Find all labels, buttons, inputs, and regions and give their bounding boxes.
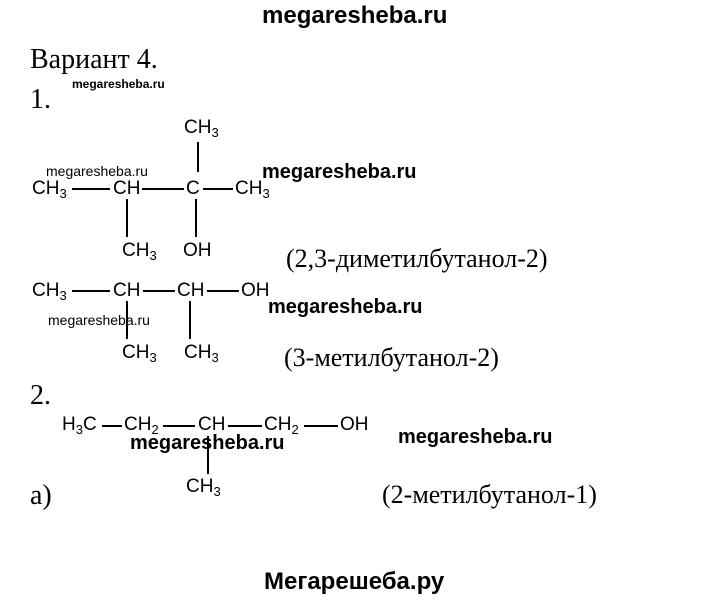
ch3-methyl-1: CH3	[122, 342, 157, 365]
bond-ch-ch	[143, 290, 175, 292]
bond-ch1-methyl	[126, 301, 128, 339]
oh-group: OH	[241, 280, 270, 301]
ch-group-2: CH	[177, 280, 205, 301]
footer-site-name: Мегарешеба.ру	[264, 568, 445, 595]
ch3-left: CH3	[32, 280, 67, 303]
bond-ch-oh	[207, 290, 239, 292]
watermark-bold-right: megaresheba.ru	[398, 426, 553, 448]
bond-ch-c	[142, 188, 184, 190]
oh-group: OH	[340, 414, 369, 435]
bond-ch-methyl	[207, 436, 209, 474]
ch-group: CH	[198, 414, 226, 435]
molecule-2-name: (3-метилбутанол-2)	[284, 343, 499, 372]
bond-h3c-ch2	[102, 425, 122, 427]
bond-ch3-ch	[72, 188, 110, 190]
watermark-small: megaresheba.ru	[46, 163, 148, 179]
ch3-methyl: CH3	[186, 476, 221, 499]
ch3-right: CH3	[235, 178, 270, 201]
molecule-3-name: (2-метилбутанол-1)	[382, 480, 597, 509]
ch3-left: CH3	[32, 178, 67, 201]
bond-ch2-methyl	[189, 301, 191, 339]
bond-c-oh	[195, 199, 197, 237]
molecule-1-name: (2,3-диметилбутанол-2)	[286, 244, 548, 273]
ch2-group-2: CH2	[264, 414, 299, 437]
bond-ch3-ch	[72, 290, 110, 292]
bond-ch2-oh	[304, 425, 338, 427]
ch-group-1: CH	[113, 280, 141, 301]
watermark-small: megaresheba.ru	[72, 77, 165, 91]
oh-group: OH	[183, 240, 212, 261]
option-a-label: а)	[30, 480, 52, 511]
bond-ch2-ch	[163, 425, 195, 427]
watermark-small: megaresheba.ru	[48, 312, 150, 328]
ch3-methyl-2: CH3	[184, 342, 219, 365]
watermark-bold: megaresheba.ru	[268, 296, 423, 318]
variant-heading: Вариант 4.	[30, 44, 158, 75]
bond-ch-methyl	[126, 199, 128, 237]
watermark-bold: megaresheba.ru	[262, 161, 417, 183]
task-1-number: 1.	[30, 84, 51, 115]
watermark-bold: megaresheba.ru	[130, 432, 285, 454]
ch3-top-methyl: CH3	[184, 117, 219, 140]
watermark-top: megaresheba.ru	[262, 2, 448, 29]
bond-c-ch3	[203, 188, 233, 190]
c-quaternary: C	[186, 178, 200, 199]
ch-group: CH	[113, 178, 141, 199]
ch3-bottom-methyl: CH3	[122, 240, 157, 263]
bond-ch-ch2	[228, 425, 262, 427]
h3c-group: H3C	[62, 414, 97, 437]
task-2-number: 2.	[30, 380, 51, 411]
bond-top-methyl	[197, 142, 199, 172]
ch2-group-1: CH2	[124, 414, 159, 437]
